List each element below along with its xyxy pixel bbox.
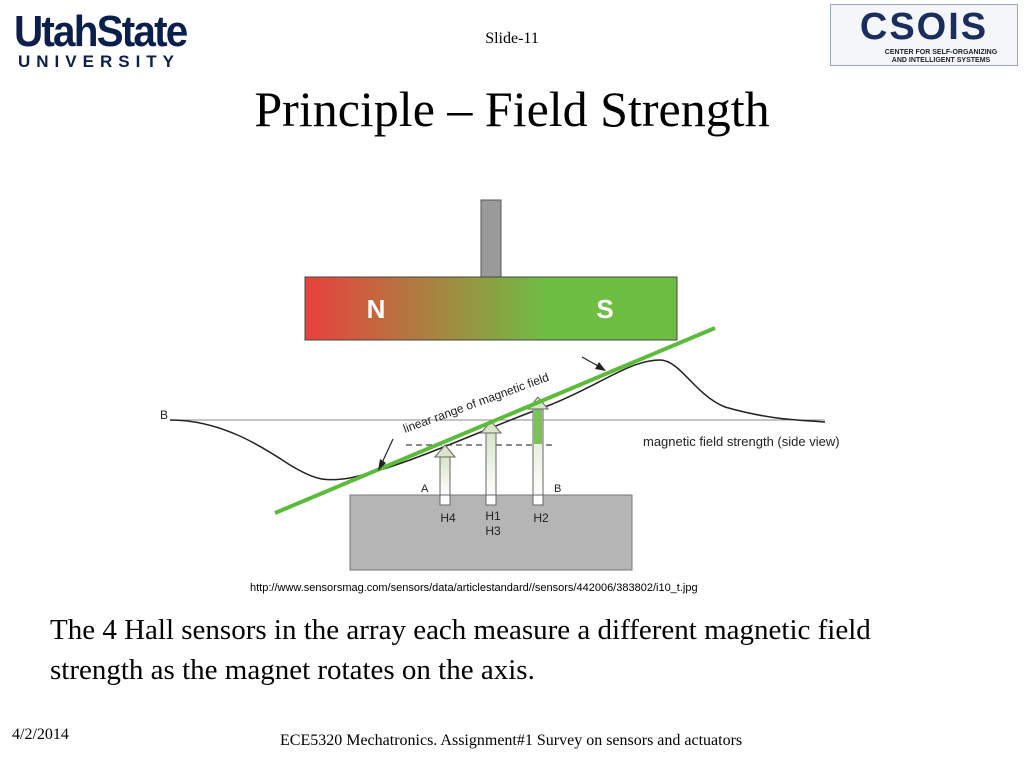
magnet-north-label: N [367, 294, 386, 324]
curve-label-b-left: B [160, 408, 168, 422]
linear-range-pointer-right [581, 356, 601, 368]
footer-course: ECE5320 Mechatronics. Assignment#1 Surve… [280, 732, 743, 749]
linear-range-line [274, 326, 716, 515]
csois-logo: CSOIS CENTER FOR SELF-ORGANIZING AND INT… [830, 4, 1018, 66]
field-strength-label: magnetic field strength (side view) [643, 434, 840, 449]
sensor-block [349, 494, 633, 571]
sensor-h4-chip [439, 494, 451, 506]
linear-range-arrowhead-right [595, 362, 606, 371]
usu-logo-wordmark: UtahState [14, 7, 188, 56]
hall-sensor-diagram: N S B linear range of magnetic field mag… [160, 199, 840, 571]
csois-logo-tagline-1: CENTER FOR SELF-ORGANIZING [884, 49, 998, 56]
source-url: http://www.sensorsmag.com/sensors/data/a… [250, 582, 698, 594]
sensor-label-b-right: B [554, 483, 561, 495]
linear-range-pointer-left [380, 438, 394, 466]
slide-title: Principle – Field Strength [254, 81, 770, 137]
body-text: The 4 Hall sensors in the array each mea… [50, 614, 871, 686]
sensor-h2-chip [532, 494, 544, 506]
slide-number: Slide-11 [485, 30, 539, 47]
csois-logo-wordmark: CSOIS [859, 6, 989, 48]
footer-date: 4/2/2014 [12, 726, 69, 743]
usu-logo-subtitle: UNIVERSITY [18, 52, 181, 71]
arrow-h1-h3 [479, 420, 503, 496]
magnet-south-label: S [596, 294, 613, 324]
sensor-label-a: A [421, 483, 429, 495]
sensor-h2-label: H2 [533, 511, 549, 525]
shaft [480, 199, 502, 278]
sensor-h4-label: H4 [440, 511, 456, 525]
linear-range-label: linear range of magnetic field [401, 370, 551, 436]
sensor-h1-chip [485, 494, 497, 506]
magnet [304, 276, 678, 341]
arrow-h4 [433, 444, 457, 496]
sensor-h1-label: H1 [485, 509, 501, 523]
sensor-h3-label: H3 [485, 524, 501, 538]
linear-range-arrowhead-left [378, 459, 386, 471]
csois-logo-tagline-2: AND INTELLIGENT SYSTEMS [891, 57, 991, 64]
